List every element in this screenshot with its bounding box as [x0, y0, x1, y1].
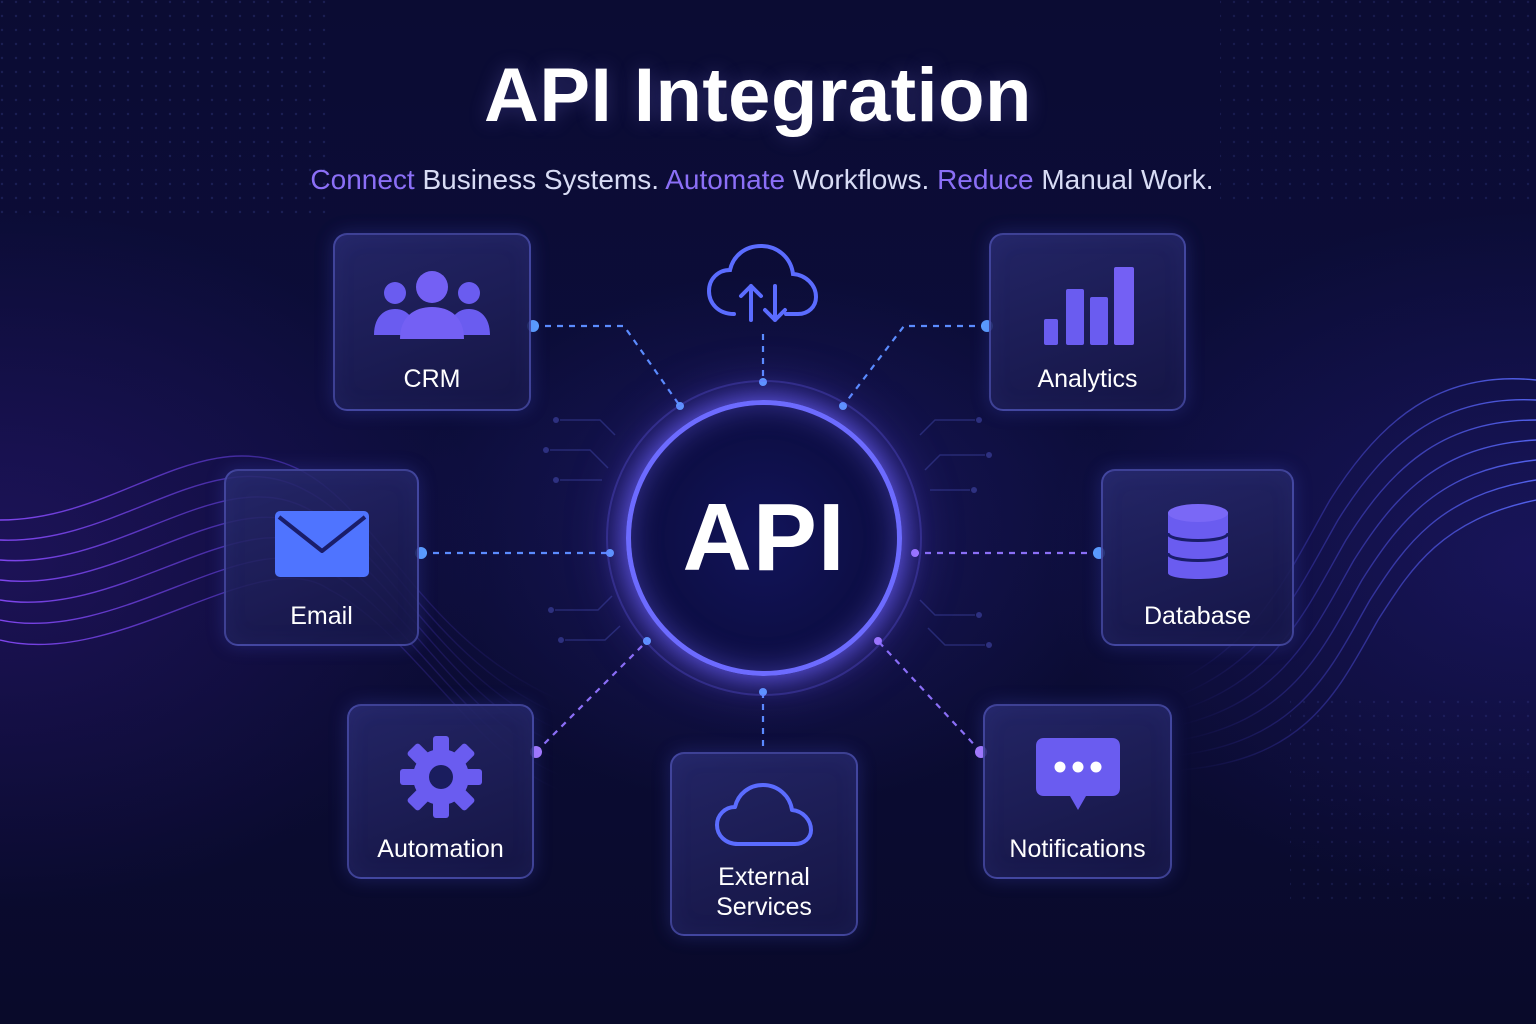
node-email[interactable]: Email	[224, 469, 419, 646]
page-title: API Integration	[484, 53, 1032, 138]
wave-right	[1179, 378, 1536, 771]
database-icon	[1166, 504, 1229, 579]
subtitle-segment-connect: Connect	[310, 164, 415, 195]
subtitle-segment-manual: Manual Work.	[1033, 164, 1214, 195]
node-label-notifications: Notifications	[1009, 835, 1146, 863]
node-notifications[interactable]: Notifications	[983, 704, 1172, 879]
subtitle-segment-automate: Automate	[665, 164, 786, 195]
node-crm[interactable]: CRM	[333, 233, 531, 411]
node-database[interactable]: Database	[1101, 469, 1294, 646]
dot-grid-bottom-right	[1290, 700, 1536, 900]
page-subtitle: Connect Business Systems. Automate Workf…	[0, 164, 1524, 196]
node-label-email: Email	[290, 602, 353, 630]
node-label-analytics: Analytics	[1037, 365, 1138, 393]
circuit-traces	[550, 419, 985, 646]
chat-bubble-icon	[1035, 738, 1120, 810]
cloud-sync-icon	[706, 243, 819, 322]
api-hub-label: API	[682, 484, 846, 591]
node-analytics[interactable]: Analytics	[989, 233, 1186, 411]
api-hub[interactable]: API	[626, 400, 902, 676]
link-notifications	[877, 640, 982, 753]
node-external-services[interactable]: External Services	[670, 752, 858, 936]
node-label-external-services: External Services	[716, 863, 812, 921]
link-crm	[533, 324, 681, 407]
envelope-icon	[274, 511, 369, 577]
cloud-icon	[715, 783, 813, 846]
node-label-crm: CRM	[403, 365, 461, 393]
hub-outer-ring	[606, 380, 922, 696]
users-icon	[374, 271, 490, 339]
subtitle-segment-reduce: Reduce	[937, 164, 1034, 195]
dot-grid-top-right	[1220, 0, 1536, 200]
dot-grid-top-left	[0, 0, 330, 220]
gear-icon	[399, 736, 482, 818]
subtitle-segment-business: Business Systems.	[414, 164, 666, 195]
bar-chart-icon	[1043, 267, 1134, 345]
node-label-automation: Automation	[377, 835, 504, 863]
link-automation	[535, 640, 648, 753]
subtitle-segment-workflows: Workflows.	[785, 164, 938, 195]
node-automation[interactable]: Automation	[347, 704, 534, 879]
circuit-dots	[543, 417, 992, 648]
link-analytics	[842, 324, 987, 407]
node-label-database: Database	[1143, 602, 1252, 630]
